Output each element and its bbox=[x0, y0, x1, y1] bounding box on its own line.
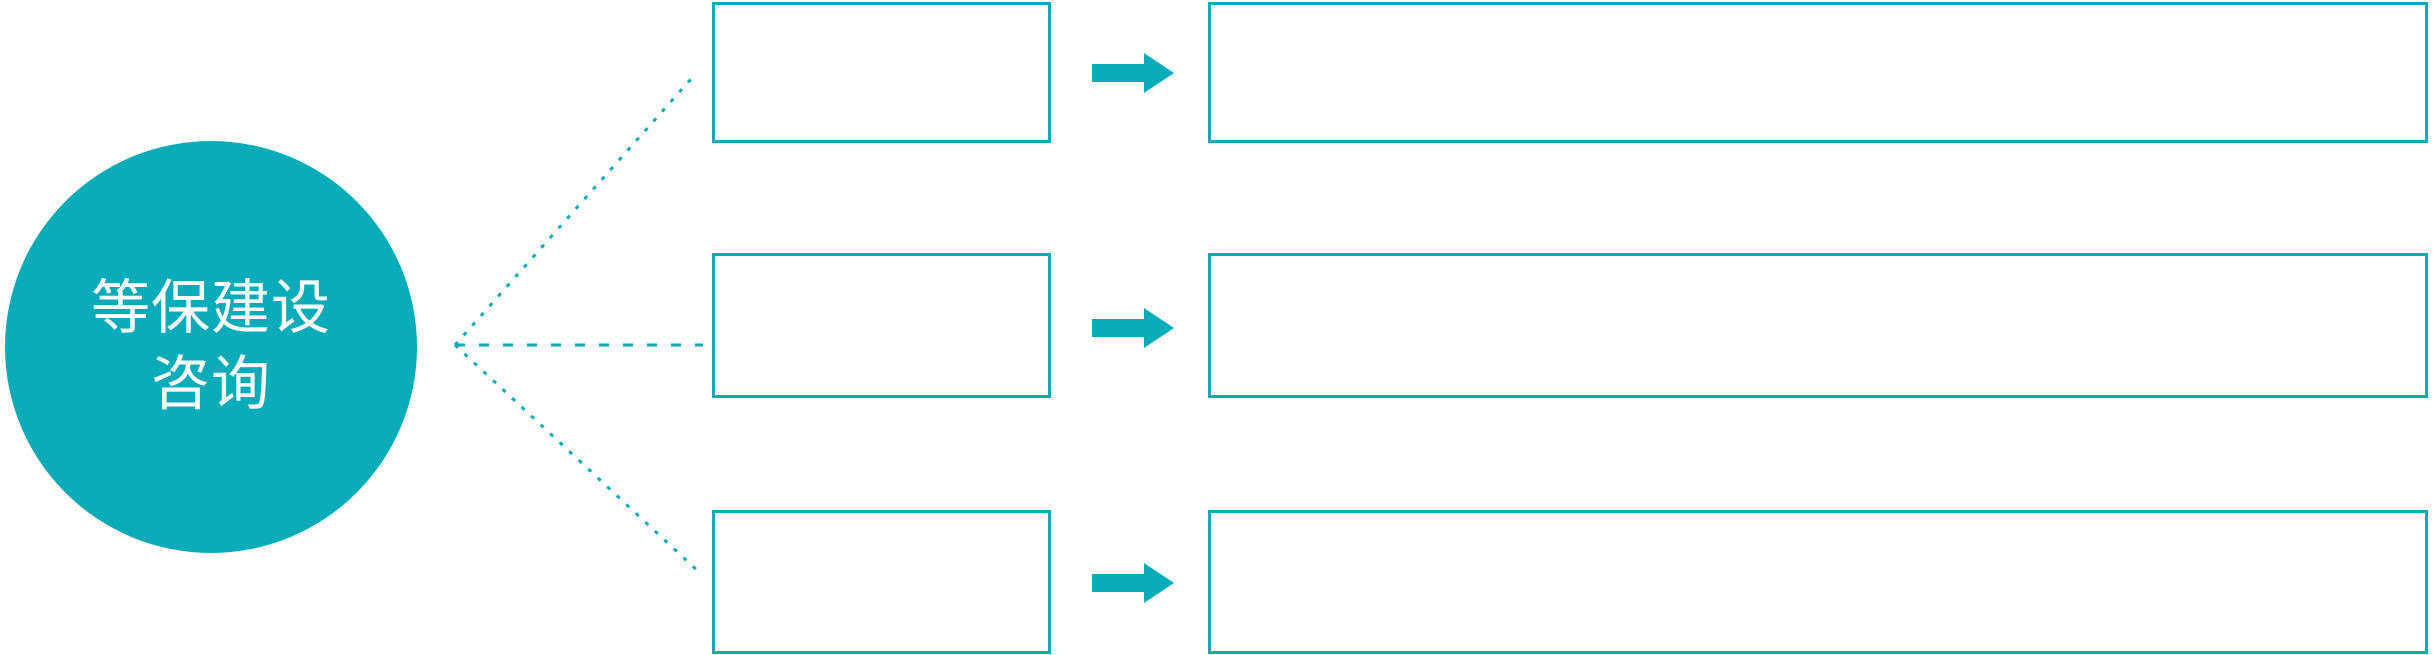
arrow-right-icon-3 bbox=[1092, 563, 1174, 603]
connector-branch-3 bbox=[453, 343, 702, 575]
detail-box-2[interactable] bbox=[1208, 253, 2428, 398]
arrow-right-icon-2 bbox=[1092, 308, 1174, 348]
detail-box-1[interactable] bbox=[1208, 2, 2428, 143]
arrow-right-icon-1 bbox=[1092, 53, 1174, 93]
hub-label-line-2: 咨询 bbox=[150, 351, 271, 417]
hub-label-line-1: 等保建设 bbox=[90, 275, 331, 342]
detail-box-3[interactable] bbox=[1208, 510, 2428, 654]
stage-box-1[interactable] bbox=[712, 2, 1051, 143]
stage-box-3[interactable] bbox=[712, 510, 1051, 654]
stage-box-2[interactable] bbox=[712, 253, 1051, 398]
connector-branch-1 bbox=[453, 78, 693, 346]
hub-circle[interactable]: 等保建设 咨询 bbox=[5, 141, 417, 553]
